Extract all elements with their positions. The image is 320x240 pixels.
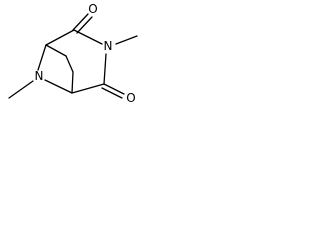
oxygen-bottom-label: O: [126, 91, 135, 105]
bond-bridgehead-top-to-bridge-n: [37, 44, 47, 71]
bicyclic-imide-structure: O N O N: [8, 2, 138, 105]
bond-imide-n-to-methyl: [115, 35, 138, 45]
bond-bridge-n-to-methyl: [8, 80, 34, 99]
bond-ch2-a-to-ch2-b: [65, 55, 74, 73]
oxygen-top-label: O: [88, 2, 97, 16]
bond-carbonyl-bottom-to-bridgehead-bottom: [71, 83, 105, 94]
atom-labels: O N O N: [35, 2, 136, 105]
bond-carbonyl-bottom-to-oxygen-b: [101, 87, 123, 99]
bond-bridge-n-to-bridgehead-bottom: [44, 79, 73, 94]
bridge-nitrogen-label: N: [35, 69, 44, 83]
bond-carbonyl-top-to-oxygen-a: [72, 13, 89, 31]
bond-carbonyl-top-to-imide-n: [73, 29, 103, 45]
bond-bridgehead-top-to-carbonyl-top: [45, 29, 75, 46]
bond-ch2-b-to-bridgehead-bottom: [71, 71, 74, 94]
bond-imide-n-to-carbonyl-bottom: [103, 53, 107, 85]
imide-nitrogen-label: N: [104, 39, 113, 53]
bonds: [8, 13, 138, 99]
bond-carbonyl-top-to-oxygen-b: [76, 16, 93, 34]
bond-bridgehead-top-to-ch2-a: [45, 44, 67, 57]
bond-carbonyl-bottom-to-oxygen-a: [103, 83, 125, 95]
